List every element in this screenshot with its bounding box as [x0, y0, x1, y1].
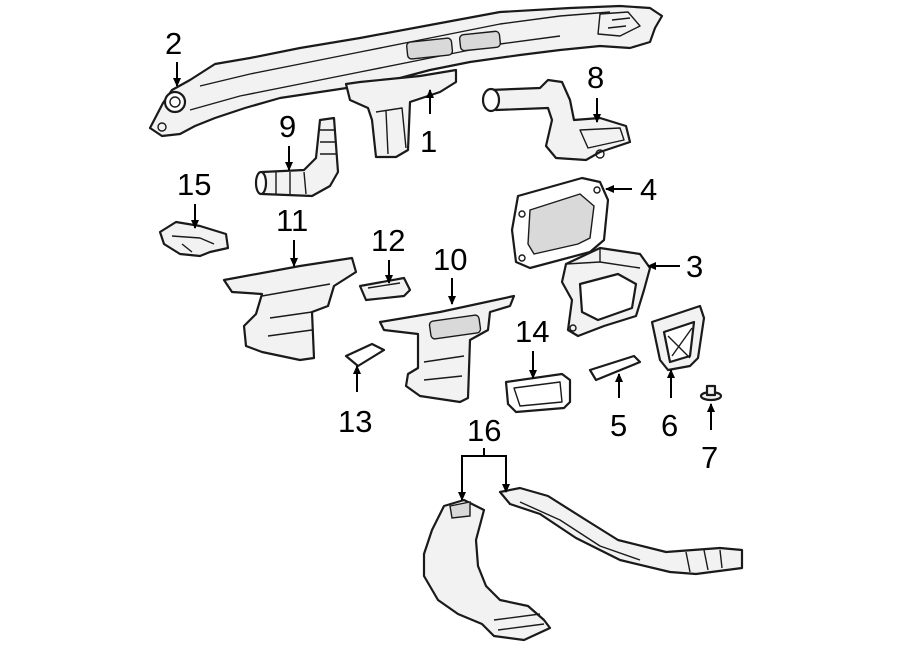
leader-16 [461, 455, 507, 488]
part-13-seal [344, 342, 386, 368]
callout-14: 14 [515, 314, 549, 349]
callout-7: 7 [701, 440, 718, 475]
part-8-elbow-duct [481, 78, 632, 162]
callout-12: 12 [371, 223, 405, 258]
callout-16: 16 [467, 413, 501, 448]
callout-11: 11 [276, 203, 308, 238]
part-9-hose [254, 116, 340, 198]
part-6-door [650, 304, 706, 372]
callout-4: 4 [640, 172, 657, 207]
part-3-housing [560, 246, 652, 338]
callout-5: 5 [610, 408, 627, 443]
callout-3: 3 [686, 249, 703, 284]
callout-6: 6 [661, 408, 678, 443]
part-12-clip [358, 276, 412, 302]
part-main-duct [148, 4, 664, 138]
part-15-bracket [158, 220, 230, 258]
part-1-center-duct [344, 68, 458, 159]
callout-8: 8 [587, 60, 604, 95]
callout-2: 2 [165, 26, 182, 61]
part-5-strip [588, 354, 642, 382]
callout-1: 1 [420, 124, 437, 159]
callout-15: 15 [177, 167, 211, 202]
part-10-duct-panel [378, 294, 516, 404]
callout-10: 10 [433, 242, 467, 277]
part-16-floor-duct-right [498, 486, 744, 576]
callout-13: 13 [338, 404, 372, 439]
part-16-floor-duct-left [422, 498, 552, 642]
part-14-adapter [504, 372, 572, 414]
leader-lines [173, 62, 715, 501]
part-4-gasket [510, 176, 610, 270]
part-11-duct-panel [222, 256, 358, 362]
callout-9: 9 [279, 109, 296, 144]
callout-labels: 2 1 8 9 15 4 11 12 10 3 14 13 5 6 7 16 [165, 26, 718, 475]
part-7-pushpin [699, 384, 723, 402]
